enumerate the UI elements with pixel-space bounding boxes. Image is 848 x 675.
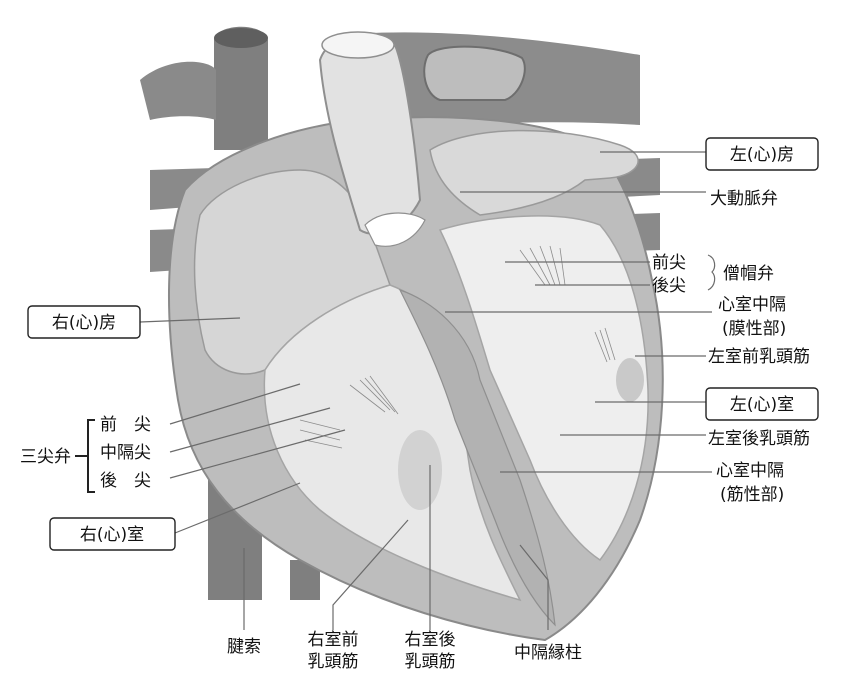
label-right-atrium: 右(心)房 — [28, 306, 140, 338]
label-rv-anterior-papillary-2: 乳頭筋 — [308, 652, 359, 672]
label-mitral-valve: 僧帽弁 — [723, 264, 774, 284]
svg-text:右(心)房: 右(心)房 — [52, 313, 116, 333]
label-lv-posterior-papillary: 左室後乳頭筋 — [708, 429, 810, 449]
label-tricuspid-posterior: 後 尖 — [100, 471, 151, 491]
label-septum-muscular: 心室中隔 — [716, 461, 784, 481]
label-aortic-valve: 大動脈弁 — [710, 189, 778, 209]
label-rv-posterior-papillary-2: 乳頭筋 — [405, 652, 456, 672]
svg-text:右(心)室: 右(心)室 — [80, 525, 144, 545]
lv-anterior-papillary-shape — [616, 358, 644, 402]
label-tricuspid-anterior: 前 尖 — [100, 415, 151, 435]
label-left-atrium: 左(心)房 — [706, 138, 818, 170]
label-anterior-cusp: 前尖 — [652, 253, 686, 273]
label-septum-membranous-sub: (膜性部) — [722, 319, 786, 339]
label-septum-membranous: 心室中隔 — [718, 295, 786, 315]
svg-text:左(心)室: 左(心)室 — [730, 395, 794, 415]
label-chordae: 腱索 — [227, 637, 261, 657]
label-rv-anterior-papillary: 右室前 — [308, 630, 359, 650]
svc-opening — [214, 28, 268, 48]
label-posterior-cusp: 後尖 — [652, 276, 686, 296]
label-tricuspid-septal: 中隔尖 — [100, 443, 151, 463]
label-septum-muscular-sub: (筋性部) — [720, 485, 784, 505]
pulmonary-artery-opening — [424, 47, 525, 100]
rv-papillary-shape — [398, 430, 442, 510]
label-septomarginal-trabecula: 中隔縁柱 — [514, 643, 582, 663]
label-right-ventricle: 右(心)室 — [50, 518, 175, 550]
label-left-ventricle: 左(心)室 — [706, 388, 818, 420]
svg-text:左(心)房: 左(心)房 — [730, 145, 794, 165]
label-rv-posterior-papillary: 右室後 — [405, 630, 456, 650]
label-tricuspid-valve: 三尖弁 — [20, 447, 71, 467]
aorta-opening — [322, 32, 394, 58]
label-lv-anterior-papillary: 左室前乳頭筋 — [708, 347, 810, 367]
pulmonary-vein-upper-left — [140, 62, 216, 120]
